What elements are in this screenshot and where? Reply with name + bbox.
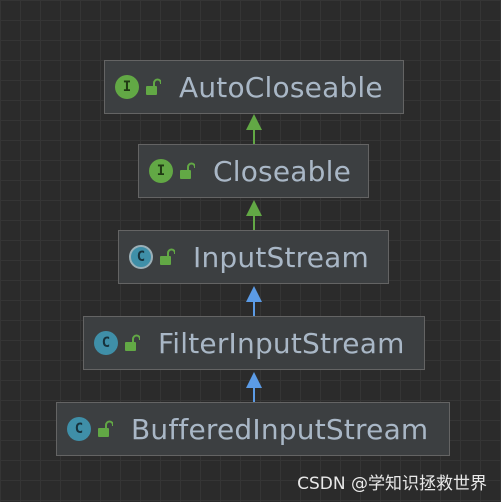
- node-label: Closeable: [213, 154, 352, 188]
- unlocked-padlock-icon: [98, 420, 113, 437]
- unlocked-padlock-icon: [160, 248, 175, 265]
- arrow-bufferedinputstream-to-filterinputstream: [246, 372, 262, 402]
- arrow-inputstream-to-closeable: [246, 200, 262, 230]
- watermark: CSDN @学知识拯救世界: [297, 474, 487, 494]
- node-filterinputstream[interactable]: C FilterInputStream: [83, 316, 425, 370]
- node-label: AutoCloseable: [179, 70, 383, 104]
- interface-icon: I: [115, 75, 139, 99]
- node-label: FilterInputStream: [158, 326, 405, 360]
- node-bufferedinputstream[interactable]: C BufferedInputStream: [56, 402, 450, 456]
- class-icon: C: [94, 331, 118, 355]
- unlocked-padlock-icon: [125, 334, 140, 351]
- class-icon: C: [67, 417, 91, 441]
- arrow-closeable-to-autocloseable: [246, 114, 262, 144]
- interface-icon: I: [149, 159, 173, 183]
- node-label: BufferedInputStream: [131, 412, 429, 446]
- node-label: InputStream: [193, 240, 370, 274]
- unlocked-padlock-icon: [146, 78, 161, 95]
- arrow-filterinputstream-to-inputstream: [246, 286, 262, 316]
- node-closeable[interactable]: I Closeable: [138, 144, 369, 198]
- node-inputstream[interactable]: C InputStream: [118, 230, 389, 284]
- abstract-class-icon: C: [129, 245, 153, 269]
- node-autocloseable[interactable]: I AutoCloseable: [104, 60, 404, 114]
- unlocked-padlock-icon: [180, 162, 195, 179]
